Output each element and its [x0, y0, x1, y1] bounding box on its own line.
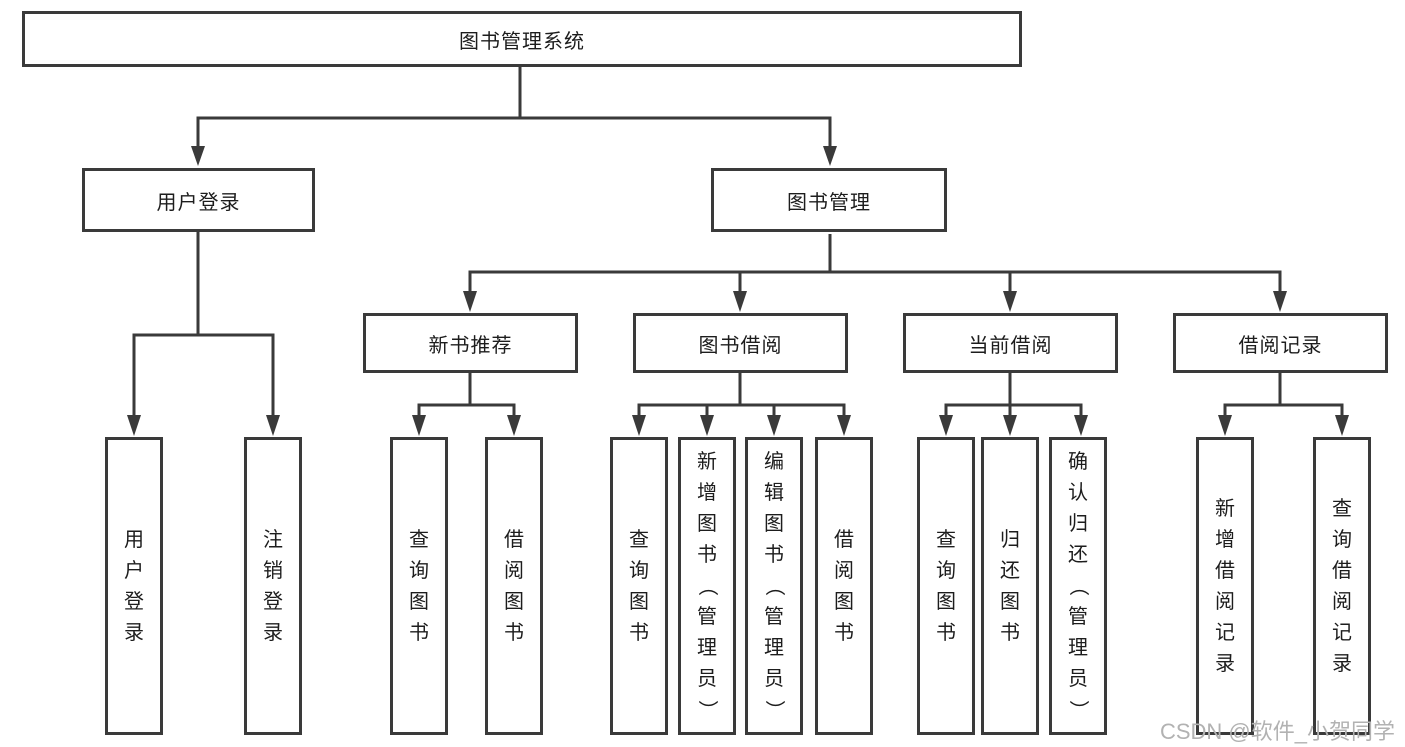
- node-borrowing-records: 借阅记录: [1173, 313, 1388, 373]
- node-leaf-return-books: 归还图书: [981, 437, 1039, 735]
- node-leaf-add-borrow-record: 新增借阅记录: [1196, 437, 1254, 735]
- node-leaf-confirm-return-admin: 确认归还（管理员）: [1049, 437, 1107, 735]
- node-leaf-user-login: 用户登录: [105, 437, 163, 735]
- arrowheads: [127, 146, 1349, 436]
- node-leaf-edit-books-admin: 编辑图书（管理员）: [745, 437, 803, 735]
- node-leaf-borrow-books-1: 借阅图书: [485, 437, 543, 735]
- node-leaf-borrow-books-2: 借阅图书: [815, 437, 873, 735]
- node-current-borrowing: 当前借阅: [903, 313, 1118, 373]
- node-leaf-query-borrow-record: 查询借阅记录: [1313, 437, 1371, 735]
- node-new-book-recommend: 新书推荐: [363, 313, 578, 373]
- node-library-management-system: 图书管理系统: [22, 11, 1022, 67]
- node-leaf-logout: 注销登录: [244, 437, 302, 735]
- node-leaf-query-books-2: 查询图书: [610, 437, 668, 735]
- node-user-login: 用户登录: [82, 168, 315, 232]
- node-leaf-add-books-admin: 新增图书（管理员）: [678, 437, 736, 735]
- node-leaf-query-books-1: 查询图书: [390, 437, 448, 735]
- node-book-management: 图书管理: [711, 168, 947, 232]
- node-leaf-query-books-3: 查询图书: [917, 437, 975, 735]
- node-book-borrowing: 图书借阅: [633, 313, 848, 373]
